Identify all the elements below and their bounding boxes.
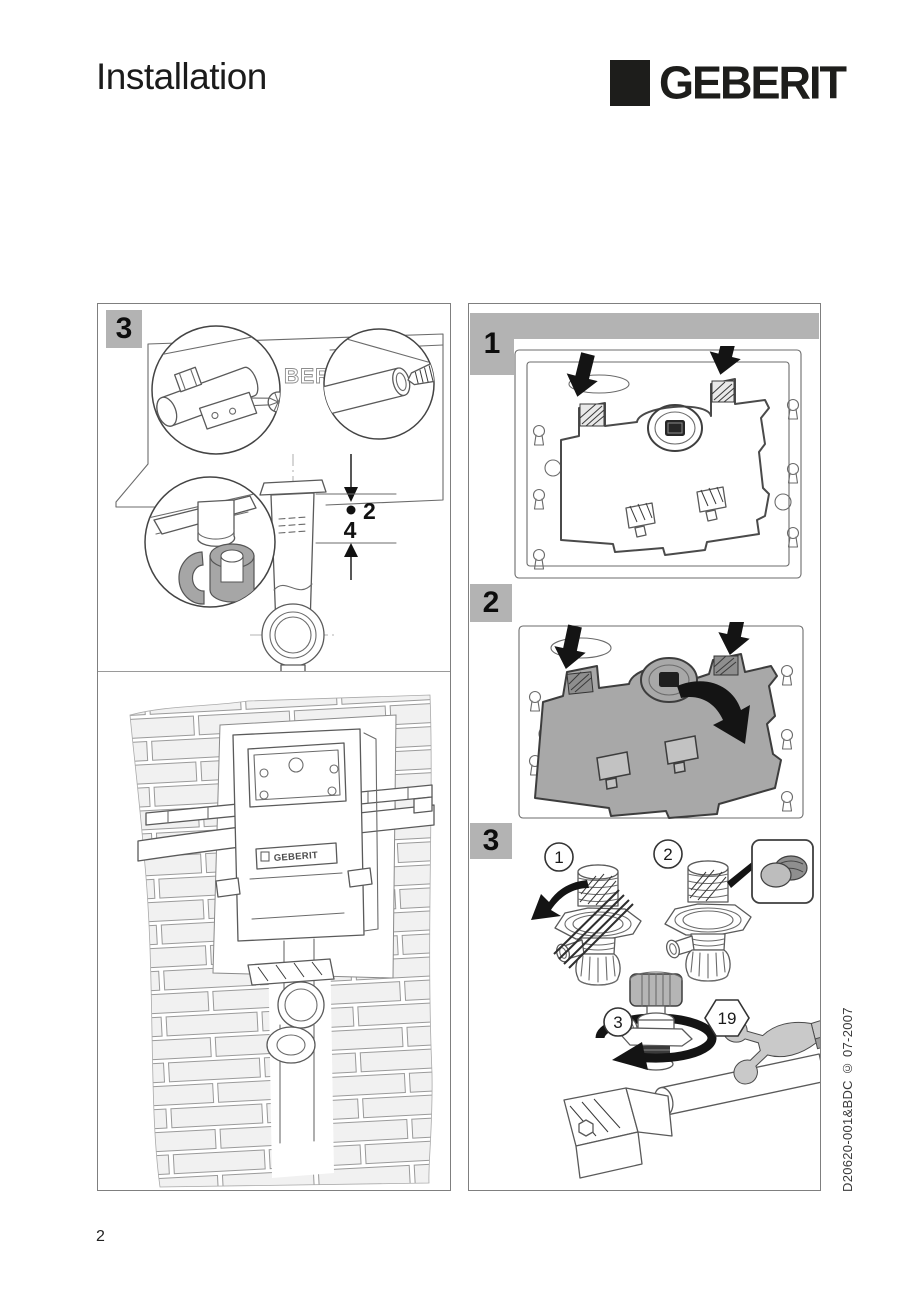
callout-2: 2 <box>663 845 672 864</box>
swing-arrow-icon <box>677 681 750 744</box>
cistern-frame-outline: BER <box>115 333 444 508</box>
left-step-number: 3 <box>115 312 133 345</box>
flush-pipe <box>250 454 338 671</box>
callout-circle <box>653 839 683 869</box>
up-arrow-icon <box>344 543 358 557</box>
wall-plate-outline <box>514 349 802 579</box>
vise-bench <box>563 1087 673 1179</box>
valve-1 <box>531 864 642 986</box>
step2-number-box: 2 <box>470 584 512 622</box>
press-arrow-icon <box>718 622 750 656</box>
wrench-size-label: 19 <box>718 1009 737 1028</box>
callout-3: 3 <box>613 1013 622 1032</box>
page-number: 2 <box>96 1228 105 1245</box>
cistern-frame: GEBERIT <box>215 728 379 942</box>
wrench-size-hex-badge <box>704 999 750 1037</box>
figure-panel-right: 1 <box>468 303 821 1191</box>
callout-circle <box>603 1007 633 1037</box>
rotate-arrowhead-icon <box>612 1042 648 1070</box>
tightening-assembly <box>563 971 820 1179</box>
supply-pipe <box>653 1053 820 1116</box>
press-arrows <box>566 346 741 397</box>
geberit-logo-square-icon <box>610 60 650 106</box>
callout-circle <box>544 842 574 872</box>
valve-2 <box>663 860 752 982</box>
step1-number: 1 <box>483 327 501 360</box>
step2-number: 2 <box>482 586 500 619</box>
step1-number-box: 1 <box>470 313 514 375</box>
detail-circle-valve <box>151 325 281 455</box>
protection-plate <box>560 378 770 556</box>
plate-window <box>659 672 679 687</box>
seal-detail-inset <box>751 839 814 904</box>
illustration-step2-plate <box>518 622 804 819</box>
geberit-logo-text: GEBERIT <box>659 55 847 109</box>
illustration-pipe-detail: BER <box>115 325 444 671</box>
detail-circle-insulation <box>144 476 276 608</box>
press-arrow-icon <box>709 346 741 375</box>
panel-header-bar <box>470 313 819 339</box>
left-step-number-box: 3 <box>106 310 142 348</box>
document-reference: D20620-001&BDC © 07-2007 <box>840 1007 855 1192</box>
detail-circle-plug <box>323 328 435 440</box>
drain-pipes <box>247 938 335 1144</box>
frame-brand-text: GEBERIT <box>273 850 318 864</box>
press-arrows <box>554 622 750 670</box>
figure-panel-left: 3 BER <box>97 303 451 1191</box>
rotate-arrow-front <box>637 1037 717 1063</box>
press-arrow-icon <box>554 624 586 670</box>
page-title: Installation <box>96 56 267 97</box>
dim-label-4: 4 <box>344 517 357 543</box>
dimension-callouts: 2 4 <box>315 454 397 580</box>
shutoff-valve <box>621 971 693 1071</box>
plate-tabs <box>596 735 699 790</box>
dim-point-dot <box>346 505 356 515</box>
illustration-step1-plate <box>514 346 802 579</box>
illustration-step3-valves: 1 2 <box>531 839 820 1179</box>
step3-number: 3 <box>482 824 500 857</box>
callout-1: 1 <box>554 848 563 867</box>
hex-bolt-icon <box>578 1119 594 1137</box>
dim-label-2: 2 <box>363 498 376 524</box>
geberit-logo: GEBERIT <box>610 55 847 109</box>
step3-number-box: 3 <box>470 823 512 859</box>
press-arrow-icon <box>566 352 598 397</box>
detail-pointer <box>727 862 752 888</box>
seal-icon <box>760 862 792 888</box>
illustration-wall-mounting: GEBERIT <box>129 694 435 1188</box>
partial-brand-text: BER <box>284 365 331 388</box>
panel-divider <box>98 671 450 672</box>
plate-window <box>665 420 685 436</box>
wind-arrow-icon <box>531 880 589 920</box>
